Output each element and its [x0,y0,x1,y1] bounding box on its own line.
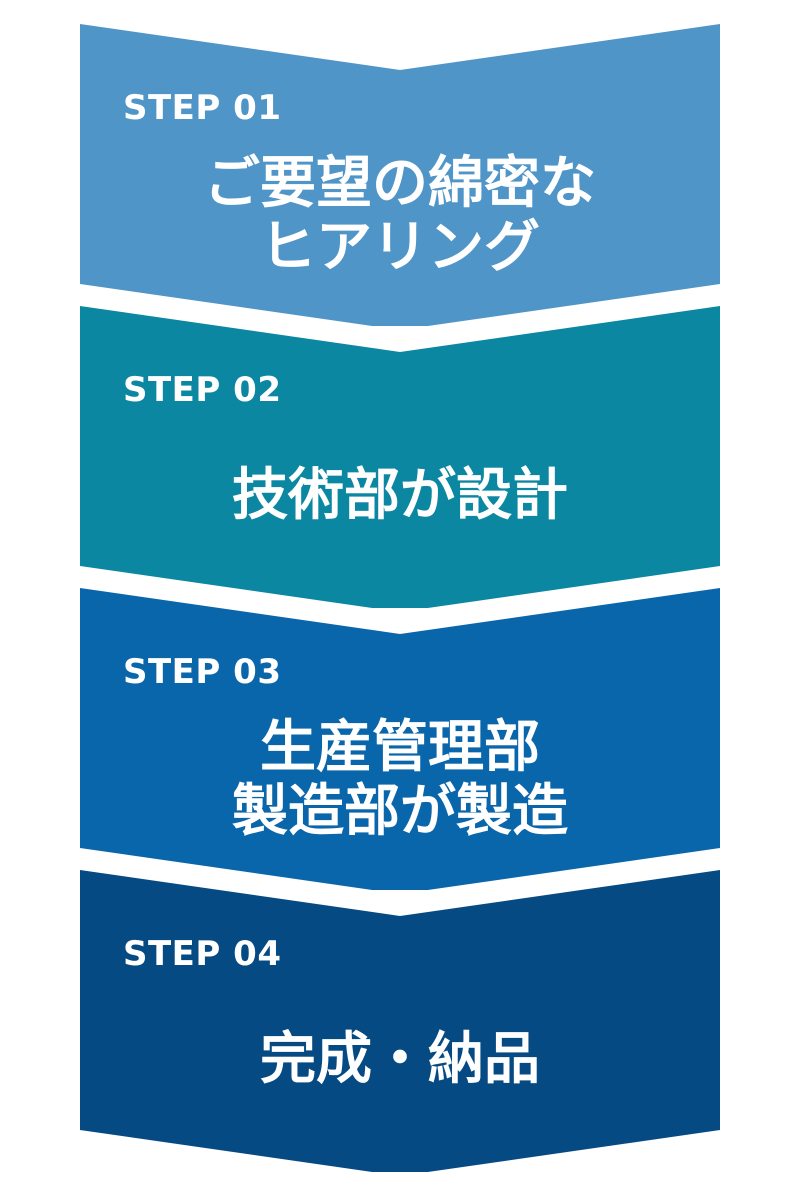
step-4-arrow-shape [80,870,720,1172]
step-3-label: STEP 03 [123,652,282,692]
step-1-arrow-shape [80,24,720,326]
step-1-title-line-2: ヒアリング [260,215,540,280]
step-2-arrow-shape [80,306,720,608]
step-1-title-line-1: ご要望の綿密な [204,151,596,216]
step-3-title: 生産管理部 製造部が製造 [80,716,720,844]
step-2-title: 技術部が設計 [80,464,720,528]
step-4-block: STEP 04 完成・納品 [80,870,720,1172]
step-1-label: STEP 01 [123,88,282,128]
step-3-arrow-shape [80,588,720,890]
step-4-title-line-1: 完成・納品 [260,1027,540,1092]
step-2-title-line-1: 技術部が設計 [232,463,568,528]
step-1-block: STEP 01 ご要望の綿密な ヒアリング [80,24,720,326]
step-4-label: STEP 04 [123,934,282,974]
step-2-block: STEP 02 技術部が設計 [80,306,720,608]
step-3-title-line-2: 製造部が製造 [232,779,568,844]
step-3-title-line-1: 生産管理部 [260,715,540,780]
step-2-label: STEP 02 [123,370,282,410]
step-4-title: 完成・納品 [80,1028,720,1092]
step-1-title: ご要望の綿密な ヒアリング [80,152,720,280]
step-3-block: STEP 03 生産管理部 製造部が製造 [80,588,720,890]
